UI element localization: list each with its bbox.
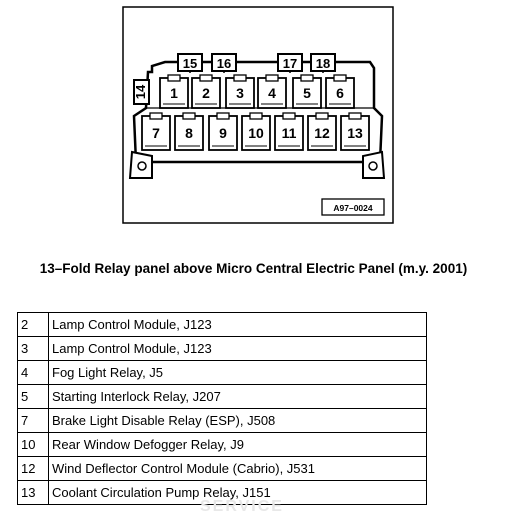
top-slot-label: 18 [310, 53, 336, 73]
relay-description: Fog Light Relay, J5 [48, 360, 427, 385]
relay-slot: 8 [174, 112, 204, 151]
top-slot-label-text: 16 [217, 56, 231, 71]
relay-slot-outline [292, 77, 322, 109]
relay-slot-number: 2 [202, 85, 210, 101]
relay-slot: 13 [340, 112, 370, 151]
relay-slot-outline [307, 115, 337, 151]
relay-slot: 5 [292, 74, 322, 109]
relay-slot-outline [141, 115, 171, 151]
relay-slot-clip [149, 112, 163, 120]
diagram-caption: 13–Fold Relay panel above Micro Central … [39, 261, 468, 276]
relay-slot: 11 [274, 112, 304, 151]
relay-position: 7 [17, 408, 49, 433]
relay-slot-outline [257, 77, 287, 109]
relay-slot-outline [191, 77, 221, 109]
relay-slot-number: 4 [268, 85, 276, 101]
relay-description: Wind Deflector Control Module (Cabrio), … [48, 456, 427, 481]
relay-position: 13 [17, 480, 49, 505]
relay-position: 3 [17, 336, 49, 361]
relay-slot-outline [159, 77, 189, 109]
relay-description: Starting Interlock Relay, J207 [48, 384, 427, 409]
relay-slot-outline [225, 77, 255, 109]
relay-description: Lamp Control Module, J123 [48, 336, 427, 361]
relay-slot-number: 13 [347, 125, 363, 141]
top-slot-label-box [177, 53, 203, 72]
relay-slot-clip [300, 74, 314, 82]
relay-description: Lamp Control Module, J123 [48, 312, 427, 337]
top-slot-label-box [310, 53, 336, 72]
relay-slot-clip [233, 74, 247, 82]
relay-slot-clip [167, 74, 181, 82]
relay-slot-number: 6 [336, 85, 344, 101]
top-slot-label: 15 [177, 53, 203, 73]
relay-slot-clip [182, 112, 196, 120]
relay-slot-number: 7 [152, 125, 160, 141]
relay-description: Coolant Circulation Pump Relay, J151 [48, 480, 427, 505]
watermark: SERVICE [200, 498, 284, 515]
relay-slot-clip [315, 112, 329, 120]
relay-slot-clip [199, 74, 213, 82]
top-slot-label-text: 17 [283, 56, 297, 71]
relay-slot-number: 10 [248, 125, 264, 141]
relay-slot: 2 [191, 74, 221, 109]
relay-slot-outline [274, 115, 304, 151]
top-slot-label: 17 [277, 53, 303, 73]
left-mount-hole [137, 161, 147, 171]
top-slot-label-box [211, 53, 237, 72]
relay-slot-number: 11 [282, 125, 297, 141]
relay-slot-clip [216, 112, 230, 120]
relay-description: Rear Window Defogger Relay, J9 [48, 432, 427, 457]
relay-slot-number: 8 [185, 125, 193, 141]
top-slot-label: 16 [211, 53, 237, 73]
relay-slot-clip [348, 112, 362, 120]
relay-slot-number: 3 [236, 85, 244, 101]
relay-description: Brake Light Disable Relay (ESP), J508 [48, 408, 427, 433]
relay-slot-number: 9 [219, 125, 227, 141]
relay-slot: 6 [325, 74, 355, 109]
relay-slot-outline [174, 115, 204, 151]
right-mount-hole [368, 161, 378, 171]
relay-slot-number: 12 [314, 125, 330, 141]
figure-code: A97–0024 [333, 203, 373, 213]
relay-slot: 7 [141, 112, 171, 151]
relay-slot-number: 1 [170, 85, 178, 101]
relay-slot-outline [241, 115, 271, 151]
relay-slot: 3 [225, 74, 255, 109]
top-slot-label-text: 18 [316, 56, 330, 71]
side-label-box [133, 79, 150, 105]
relay-position: 10 [17, 432, 49, 457]
relay-slot-clip [265, 74, 279, 82]
figure-code-box [321, 198, 385, 216]
relay-slot-clip [282, 112, 296, 120]
relay-slot-outline [325, 77, 355, 109]
relay-slot: 9 [208, 112, 238, 151]
relay-slot: 1 [159, 74, 189, 109]
relay-slot-clip [249, 112, 263, 120]
relay-position: 4 [17, 360, 49, 385]
relay-slot-clip [333, 74, 347, 82]
relay-position: 2 [17, 312, 49, 337]
top-slot-label-box [277, 53, 303, 72]
top-slot-label-text: 15 [183, 56, 197, 71]
side-label: 14 [133, 84, 148, 99]
relay-position: 5 [17, 384, 49, 409]
relay-slot: 4 [257, 74, 287, 109]
relay-slot-number: 5 [303, 85, 311, 101]
relay-slot: 12 [307, 112, 337, 151]
relay-slot: 10 [241, 112, 271, 151]
relay-position: 12 [17, 456, 49, 481]
